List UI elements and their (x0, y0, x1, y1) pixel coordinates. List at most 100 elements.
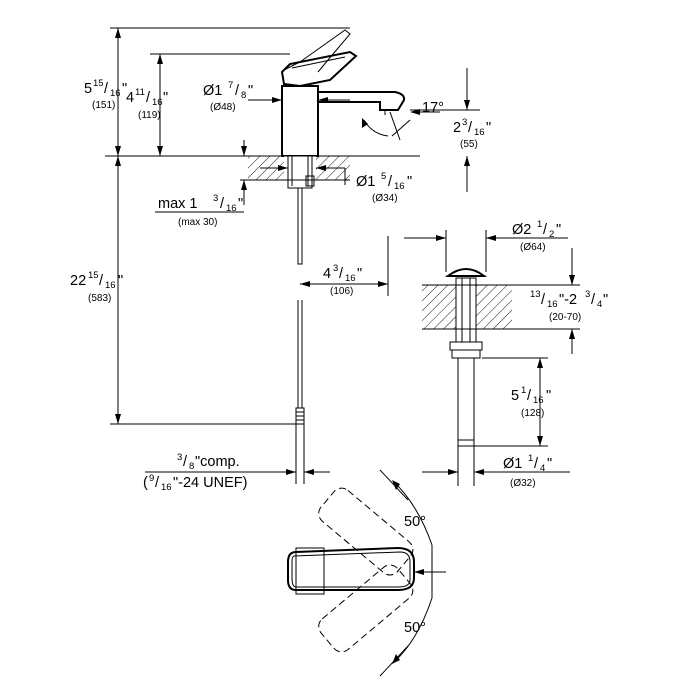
svg-text:": " (556, 222, 561, 238)
svg-text:Ø2: Ø2 (512, 222, 531, 238)
svg-text:/: / (591, 292, 596, 308)
svg-text:16: 16 (110, 88, 121, 99)
svg-text:/: / (155, 475, 160, 491)
svg-text:16: 16 (533, 395, 544, 406)
svg-text:/: / (541, 292, 546, 308)
drain-tail-diameter-dimension: Ø1 1 / 4 " (Ø32) (422, 453, 570, 489)
svg-text:16: 16 (152, 97, 163, 108)
svg-text:(Ø34): (Ø34) (372, 193, 398, 204)
svg-text:17°: 17° (422, 100, 444, 116)
hose-length-label: 22 15 / 16 " (583) (70, 270, 123, 304)
faucet-side-view (280, 29, 406, 157)
svg-text:/: / (235, 83, 240, 99)
svg-text:(128): (128) (521, 408, 544, 419)
svg-text:": " (407, 174, 412, 190)
drain-assembly (422, 268, 512, 486)
svg-text:22: 22 (70, 273, 86, 289)
shank-diameter-dimension: Ø1 5 / 16 " (Ø34) (260, 165, 412, 204)
svg-text:4: 4 (126, 90, 134, 106)
spout-height-label: 4 11 / 16 " (119) (126, 87, 168, 121)
svg-text:": " (248, 83, 253, 99)
svg-text:2: 2 (453, 120, 461, 136)
svg-text:(Ø32): (Ø32) (510, 478, 536, 489)
svg-text:/: / (543, 222, 548, 238)
svg-text:/: / (146, 90, 151, 106)
drain-cap-diameter-dimension: Ø2 1 / 2 " (Ø64) (404, 219, 568, 272)
svg-text:16: 16 (226, 203, 237, 214)
svg-text:4: 4 (597, 299, 602, 310)
svg-text:50°: 50° (404, 620, 426, 636)
svg-text:(119): (119) (138, 110, 161, 121)
svg-text:1: 1 (521, 385, 526, 396)
svg-text:": " (163, 90, 168, 106)
svg-text:max 1: max 1 (158, 196, 198, 212)
svg-text:": " (603, 292, 608, 308)
svg-text:(Ø64): (Ø64) (520, 242, 546, 253)
svg-text:(max 30): (max 30) (178, 217, 217, 228)
lever-angle-dimension: 50° 50° (379, 469, 446, 677)
svg-text:"-2: "-2 (559, 292, 577, 308)
svg-text:4: 4 (540, 463, 545, 474)
height-dimensions (105, 27, 420, 425)
drain-tail-length-dimension: 5 1 / 16 " (128) (474, 357, 551, 447)
svg-text:/: / (220, 196, 225, 212)
faucet-height-label: 5 15 / 16 " (151) (84, 78, 127, 111)
svg-text:16: 16 (474, 127, 485, 138)
drain-offset-dimension: 4 3 / 16 " (106) (300, 236, 389, 297)
svg-text:9: 9 (149, 473, 154, 484)
svg-text:": " (357, 266, 362, 282)
svg-text:50°: 50° (404, 514, 426, 530)
svg-text:(151): (151) (92, 100, 115, 111)
svg-text:16: 16 (161, 482, 172, 493)
drain-deck-range-dimension: 13 / 16 "-2 3 / 4 " (20-70) (512, 248, 608, 354)
svg-text:": " (486, 120, 491, 136)
svg-text:(106): (106) (330, 286, 353, 297)
svg-text:5: 5 (381, 171, 386, 182)
svg-text:(583): (583) (88, 293, 111, 304)
svg-text:"-24 UNEF): "-24 UNEF) (173, 475, 247, 491)
svg-text:/: / (527, 388, 532, 404)
svg-text:5: 5 (511, 388, 519, 404)
svg-text:": " (122, 81, 127, 97)
lever-top-view (287, 487, 415, 653)
svg-text:/: / (534, 456, 539, 472)
body-diameter-dimension: Ø1 7 / 8 " (Ø48) (203, 80, 350, 113)
svg-text:5: 5 (84, 81, 92, 97)
svg-text:": " (238, 196, 243, 212)
svg-text:3: 3 (177, 452, 182, 463)
svg-text:": " (118, 273, 123, 289)
svg-text:": " (546, 388, 551, 404)
svg-text:16: 16 (547, 299, 558, 310)
svg-text:3: 3 (585, 289, 590, 300)
svg-text:/: / (388, 174, 393, 190)
connection-dimension: 3 / 8 "comp. ( 9 / 16 "-24 UNEF) (143, 424, 330, 493)
svg-text:/: / (468, 120, 473, 136)
svg-text:4: 4 (323, 266, 331, 282)
svg-text:(: ( (143, 475, 148, 491)
svg-text:Ø1: Ø1 (503, 456, 522, 472)
svg-text:15: 15 (93, 78, 104, 89)
svg-text:/: / (183, 454, 188, 470)
svg-text:3: 3 (333, 263, 338, 274)
max-deck-dimension: max 1 3 / 16 " (max 30) (155, 140, 248, 228)
svg-text:13: 13 (530, 289, 541, 300)
svg-text:8: 8 (189, 461, 194, 472)
svg-text:(55): (55) (460, 139, 478, 150)
svg-text:16: 16 (394, 181, 405, 192)
svg-text:/: / (104, 81, 109, 97)
svg-text:7: 7 (228, 80, 233, 91)
svg-text:1: 1 (537, 219, 542, 230)
svg-text:3: 3 (213, 193, 218, 204)
svg-text:8: 8 (241, 90, 246, 101)
svg-text:Ø1: Ø1 (203, 83, 222, 99)
svg-text:15: 15 (88, 270, 99, 281)
svg-text:(20-70): (20-70) (549, 312, 581, 323)
svg-text:Ø1: Ø1 (356, 174, 375, 190)
svg-text:": " (547, 456, 552, 472)
svg-text:"comp.: "comp. (195, 454, 240, 470)
svg-text:2: 2 (549, 229, 554, 240)
svg-text:16: 16 (345, 273, 356, 284)
spout-angle-dimension: 17° (362, 100, 444, 141)
svg-text:(Ø48): (Ø48) (210, 102, 236, 113)
